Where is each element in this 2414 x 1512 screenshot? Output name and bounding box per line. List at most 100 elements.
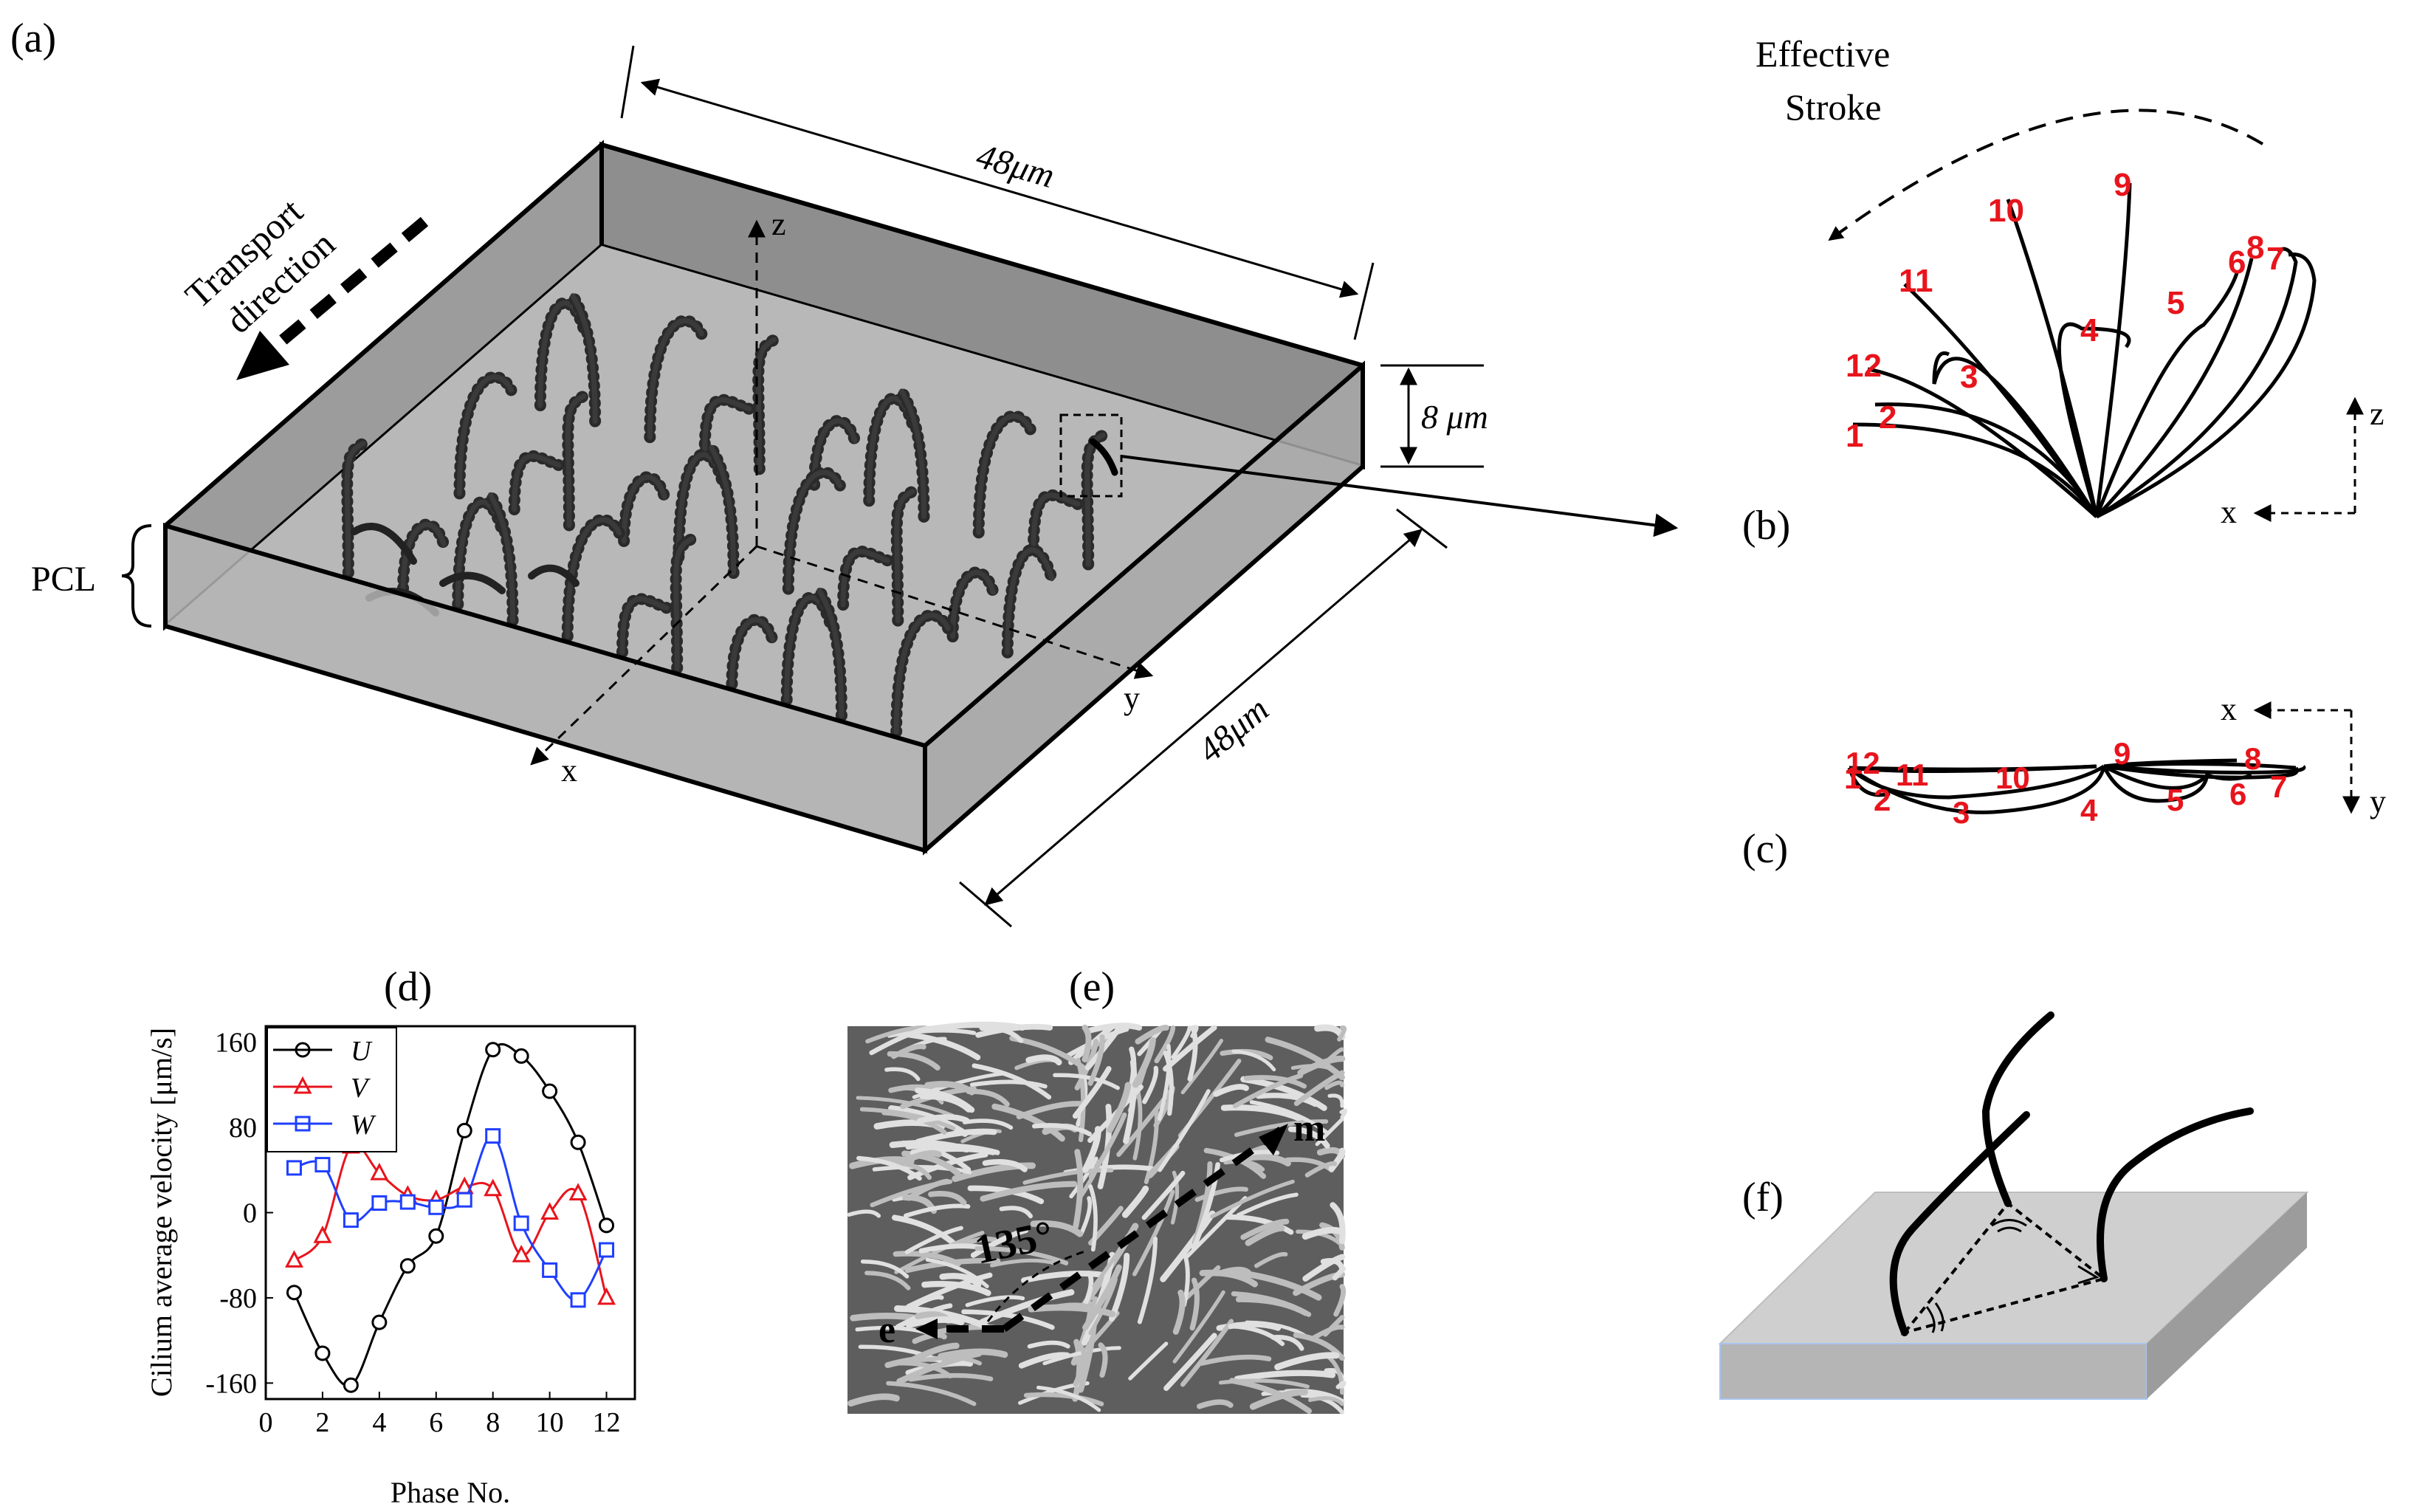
phase-label: 2 — [1874, 783, 1891, 817]
data-point-u — [542, 1083, 558, 1099]
phase-label: 7 — [2266, 241, 2284, 277]
dimension-width-line — [984, 529, 1423, 906]
beat-phase-labels-top: 1 2 3 4 5 6 7 8 9 10 11 12 — [1844, 736, 2287, 830]
y-tick-label: 0 — [243, 1198, 257, 1229]
legend-label-u: U — [351, 1036, 373, 1067]
chart-series — [284, 1042, 616, 1393]
x-tick-label: 12 — [593, 1407, 621, 1438]
data-point-w — [513, 1215, 529, 1231]
axis-x-label-b: x — [2221, 494, 2237, 530]
panel-c: (c) 1 2 3 4 5 6 7 8 9 10 11 12 — [1742, 691, 2386, 872]
panel-a-label: (a) — [10, 16, 56, 61]
chart-x-axis-label: Phase No. — [391, 1476, 510, 1509]
arrow-m-shaft — [1002, 1126, 1283, 1333]
dimension-length-label: 48μm — [972, 137, 1059, 196]
panel-e: (e) 135° m e — [847, 964, 1348, 1415]
axis-y-label: y — [1124, 680, 1140, 716]
arrow-e-head — [915, 1319, 938, 1339]
cilia-array — [341, 289, 1110, 738]
data-point-w — [286, 1160, 302, 1176]
transport-arrow-head — [236, 331, 289, 380]
x-tick-label: 6 — [429, 1407, 443, 1438]
plate-front — [1719, 1343, 2148, 1400]
data-point-w — [428, 1199, 444, 1215]
dimension-width-label: 48μm — [1191, 690, 1276, 770]
data-point-v — [568, 1183, 588, 1201]
data-point-w — [343, 1212, 359, 1228]
data-point-w — [542, 1262, 558, 1278]
beat-curves-top — [1847, 758, 2306, 814]
panel-b: (b) Effective Stroke 1 2 3 4 5 6 7 8 — [1742, 33, 2384, 549]
phase-label: 5 — [2167, 783, 2184, 817]
phase-label: 10 — [1995, 760, 2030, 795]
x-tick-label: 10 — [536, 1407, 564, 1438]
angle-mark-right — [2077, 1265, 2100, 1285]
data-point-w — [314, 1157, 331, 1173]
phase-label: 6 — [2229, 777, 2246, 811]
plate-side — [2147, 1192, 2307, 1399]
series-line-w — [294, 1135, 608, 1302]
y-tick-label: 80 — [229, 1113, 257, 1144]
beat-curves-side — [1852, 182, 2317, 519]
data-point-v — [540, 1202, 560, 1220]
angle-arc — [986, 1250, 1086, 1322]
axis-x-label-c: x — [2221, 691, 2237, 727]
data-point-w — [371, 1195, 388, 1212]
dimension-height-label: 8 μm — [1421, 398, 1488, 436]
legend-label-v: V — [351, 1073, 371, 1104]
panel-a: (a) z y x 48μm 48μm 8 μm — [10, 16, 1679, 928]
arrow-e-label: e — [878, 1309, 895, 1351]
data-point-u — [314, 1345, 331, 1361]
data-point-u — [513, 1048, 529, 1064]
phase-label: 7 — [2270, 769, 2287, 804]
phase-label: 1 — [1846, 418, 1863, 454]
arrow-m-label: m — [1293, 1107, 1325, 1150]
panel-c-label: (c) — [1742, 826, 1788, 872]
data-point-u — [570, 1134, 586, 1150]
arrow-m-head — [1259, 1124, 1288, 1155]
angle-mark-left — [1925, 1306, 1936, 1333]
data-point-u — [599, 1217, 615, 1234]
data-point-u — [399, 1258, 416, 1274]
data-point-v — [284, 1250, 303, 1268]
phase-label: 3 — [1960, 359, 1978, 395]
data-point-u — [286, 1285, 302, 1301]
chart-y-axis-label: Cilium average velocity [μm/s] — [145, 1028, 178, 1397]
pcl-brace — [121, 524, 152, 628]
panel-d-label: (d) — [384, 964, 432, 1010]
series-line-v — [293, 1143, 608, 1299]
phase-label: 5 — [2167, 285, 2184, 321]
zoom-box — [1059, 413, 1123, 498]
data-point-w — [599, 1242, 615, 1258]
phase-label: 12 — [1846, 746, 1880, 780]
phase-label: 3 — [1953, 795, 1970, 830]
sem-cilia-texture — [847, 1021, 1348, 1415]
effective-stroke-arrow — [1828, 109, 2264, 241]
x-tick-label: 8 — [486, 1407, 500, 1438]
panel-b-label: (b) — [1742, 503, 1790, 549]
y-tick-label: 160 — [215, 1028, 257, 1059]
phase-label: 10 — [1988, 193, 2024, 229]
y-tick-label: -80 — [219, 1283, 257, 1314]
dimension-length-line — [640, 78, 1359, 298]
data-point-w — [456, 1192, 472, 1208]
data-point-v — [370, 1162, 389, 1181]
phase-label: 12 — [1846, 348, 1882, 384]
phase-label: 11 — [1896, 757, 1928, 792]
phase-label: 1 — [1844, 760, 1861, 795]
phase-label: 9 — [2114, 736, 2131, 771]
phase-label: 8 — [2246, 230, 2264, 266]
data-point-u — [371, 1314, 388, 1330]
data-point-w — [485, 1128, 501, 1144]
transport-arrow-shaft — [261, 216, 429, 360]
cilia-triplet — [1889, 1011, 2254, 1336]
phase-label: 11 — [1899, 263, 1933, 299]
axis-y-label-c: y — [2370, 783, 2386, 819]
phase-label: 8 — [2244, 741, 2261, 776]
data-point-w — [399, 1194, 416, 1210]
angle-mark-top — [1991, 1219, 2027, 1227]
data-point-v — [484, 1178, 503, 1197]
effective-stroke-line1: Effective — [1756, 33, 1890, 75]
